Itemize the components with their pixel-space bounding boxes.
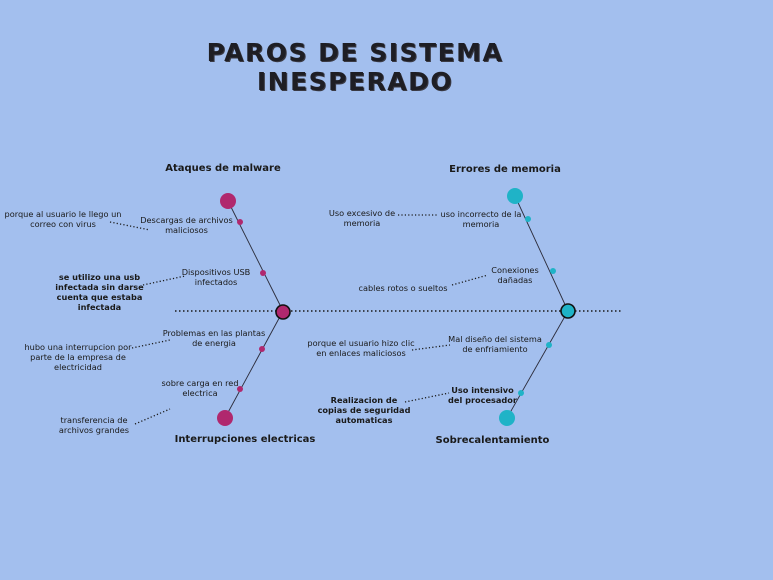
category-top-right: Errores de memoria	[449, 164, 561, 175]
dot-br-2	[518, 390, 524, 396]
connector-tr-2	[451, 274, 489, 286]
node-bottom-right	[499, 410, 515, 426]
category-bottom-left: Interrupciones electricas	[174, 434, 316, 445]
bone-top-right	[514, 195, 569, 312]
dot-bl-1	[259, 346, 265, 352]
connector-br-2	[404, 392, 450, 403]
dot-br-1	[546, 342, 552, 348]
diagram-title: PAROS DE SISTEMA INESPERADO	[155, 38, 555, 96]
title-line-2: INESPERADO	[256, 67, 454, 96]
bone-bottom-right	[506, 310, 569, 419]
bone-top-left	[227, 200, 284, 312]
connector-tl-2	[142, 275, 186, 286]
dot-tr-2	[550, 268, 556, 274]
title-line-1: PAROS DE SISTEMA	[206, 38, 504, 67]
connector-bl-2	[134, 408, 171, 425]
subcause-tr-2: cables rotos o sueltos	[358, 283, 448, 293]
category-bottom-right: Sobrecalentamiento	[435, 435, 550, 446]
dot-bl-2	[237, 386, 243, 392]
bone-bottom-left	[224, 310, 284, 419]
dot-tl-2	[260, 270, 266, 276]
node-top-right	[507, 188, 523, 204]
node-spine-left	[275, 304, 291, 320]
dot-tr-1	[525, 216, 531, 222]
category-top-left: Ataques de malware	[165, 163, 281, 174]
node-bottom-left	[217, 410, 233, 426]
node-spine-right	[560, 303, 576, 319]
dot-tl-1	[237, 219, 243, 225]
node-top-left	[220, 193, 236, 209]
